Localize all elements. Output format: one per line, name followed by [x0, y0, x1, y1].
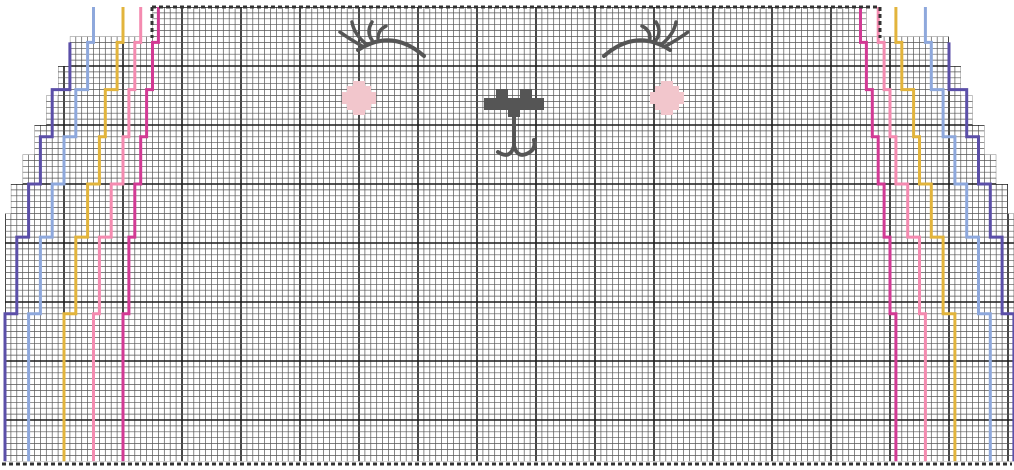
right-cheek-icon — [650, 81, 684, 115]
left-cheek-icon — [342, 81, 376, 115]
